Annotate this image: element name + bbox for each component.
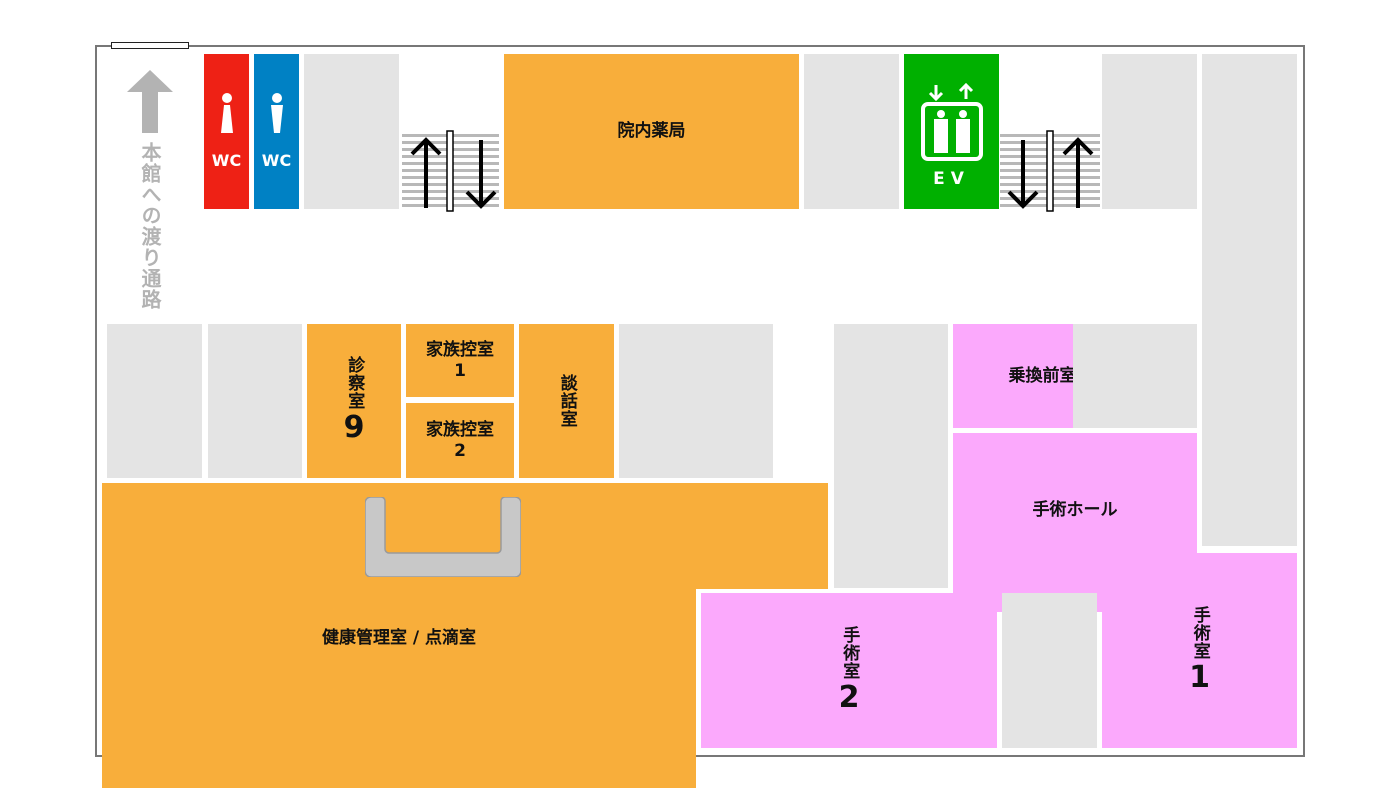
room-name: 談話室 bbox=[556, 374, 577, 428]
corridor-label: 本館への渡り通路 bbox=[138, 142, 162, 310]
room-grey bbox=[619, 324, 773, 478]
room-grey bbox=[304, 54, 399, 209]
lounge[interactable]: 談話室 bbox=[519, 324, 614, 478]
room-grey bbox=[804, 54, 899, 209]
entrance-marker bbox=[111, 42, 189, 49]
elevator-icon bbox=[920, 83, 983, 162]
room-name: 手術室 bbox=[839, 625, 860, 680]
man-icon bbox=[270, 92, 283, 133]
restroom-men[interactable]: WC bbox=[254, 54, 299, 209]
room-name: 乗換前室 bbox=[1008, 365, 1077, 386]
family-room-1[interactable]: 家族控室 1 bbox=[406, 324, 514, 397]
exam-room-9[interactable]: 診察室 9 bbox=[307, 324, 401, 478]
room-number: 2 bbox=[838, 679, 860, 715]
counter-icon bbox=[365, 497, 521, 577]
ev-label: EV bbox=[933, 169, 970, 190]
pharmacy[interactable]: 院内薬局 bbox=[504, 54, 799, 209]
room-number: 9 bbox=[343, 410, 365, 445]
escalator-arrows-icon bbox=[410, 130, 497, 212]
room-name: 診察室 bbox=[344, 356, 365, 410]
room-number: 1 bbox=[454, 360, 466, 381]
wc-label: WC bbox=[261, 150, 292, 170]
family-room-2[interactable]: 家族控室 2 bbox=[406, 403, 514, 478]
room-grey bbox=[1102, 54, 1197, 209]
room-name: 手術ホール bbox=[1032, 500, 1118, 521]
operating-room-1[interactable]: 手術室 1 bbox=[1102, 553, 1297, 748]
room-grey bbox=[208, 324, 302, 478]
room-name: 家族控室 bbox=[426, 340, 494, 361]
woman-icon bbox=[220, 92, 233, 133]
escalator-arrows-icon bbox=[1007, 130, 1094, 212]
room-grey bbox=[1202, 54, 1297, 546]
room-grey bbox=[107, 324, 202, 478]
room-grey bbox=[1073, 324, 1197, 428]
room-name: 手術室 bbox=[1189, 605, 1210, 660]
room-number: 1 bbox=[1189, 659, 1210, 695]
room-name: 家族控室 bbox=[426, 420, 494, 441]
health-management-room[interactable]: 健康管理室 / 点滴室 bbox=[102, 588, 696, 788]
room-name: 健康管理室 / 点滴室 bbox=[321, 628, 477, 648]
wc-label: WC bbox=[211, 150, 242, 170]
room-grey bbox=[834, 324, 948, 588]
arrow-up-icon bbox=[127, 70, 173, 133]
room-grey bbox=[1002, 593, 1097, 748]
restroom-women[interactable]: WC bbox=[204, 54, 249, 209]
room-number: 2 bbox=[454, 440, 466, 461]
elevator[interactable]: EV bbox=[904, 54, 999, 209]
floor-outline bbox=[95, 45, 1305, 757]
operating-room-2[interactable]: 手術室 2 bbox=[701, 593, 997, 748]
